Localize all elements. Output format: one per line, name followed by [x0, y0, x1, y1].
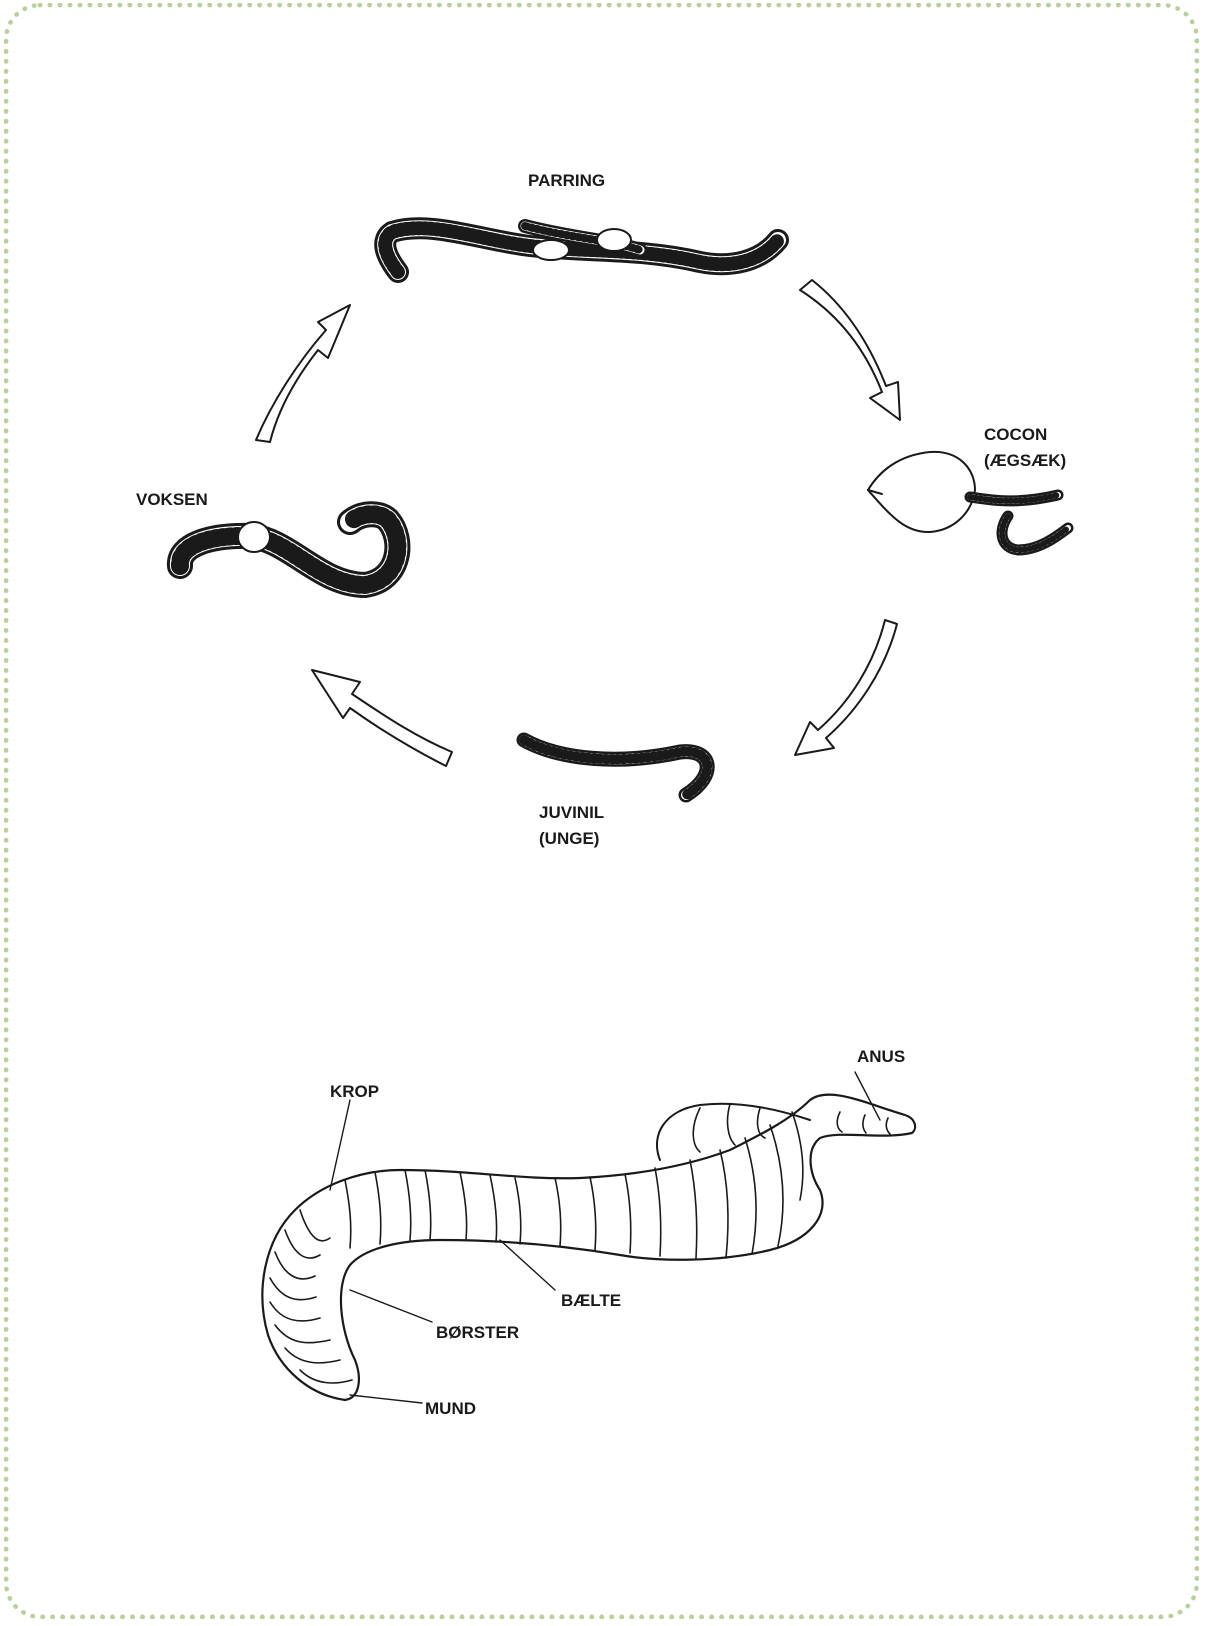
krop-pointer-line: [330, 1100, 350, 1190]
mund-pointer-line: [350, 1395, 422, 1403]
label-parring: PARRING: [528, 168, 605, 194]
label-mund: MUND: [425, 1396, 476, 1422]
arrow-to-adult: [312, 670, 452, 766]
label-unge: (UNGE): [539, 826, 599, 852]
label-juvinil: JUVINIL: [539, 800, 604, 826]
label-voksen: VOKSEN: [136, 487, 208, 513]
arrow-to-cocoon: [800, 280, 900, 420]
label-cocon: COCON: [984, 422, 1047, 448]
arrow-to-juvenile: [795, 620, 897, 755]
label-krop: KROP: [330, 1079, 379, 1105]
label-baelte: BÆLTE: [561, 1288, 621, 1314]
arrow-to-mating: [256, 305, 350, 442]
adult-worm-drawing: [180, 514, 398, 585]
juvenile-worm-drawing: [524, 740, 707, 795]
label-anus: ANUS: [857, 1044, 905, 1070]
label-borster: BØRSTER: [436, 1320, 519, 1346]
baelte-pointer-line: [500, 1240, 555, 1290]
label-aegsaek: (ÆGSÆK): [984, 448, 1066, 474]
borster-pointer-line: [350, 1290, 432, 1322]
earthworm-anatomy-drawing: [262, 1072, 915, 1403]
mating-worms-drawing: [385, 226, 778, 272]
